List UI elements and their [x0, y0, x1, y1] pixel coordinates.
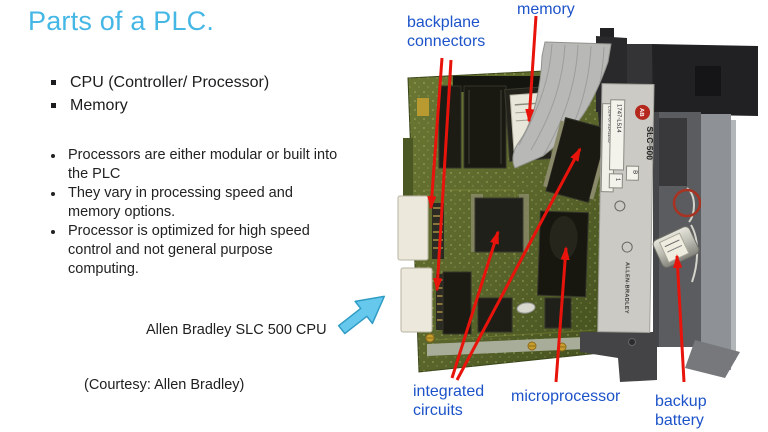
battery-wire-loop	[672, 188, 702, 218]
callout-arrows	[427, 15, 686, 383]
arrow-integrated-2	[455, 147, 582, 381]
callout-backup-battery: backup battery	[655, 393, 707, 429]
pcb-gold-mark	[417, 98, 429, 116]
arrow-integrated-1	[450, 230, 500, 379]
bullet-cpu: CPU (Controller/ Processor)	[46, 71, 269, 94]
bullet-vary-speed: They vary in processing speed and memory…	[46, 184, 346, 222]
logo-text: AB	[638, 108, 644, 117]
manufacturer-text: ALLEN-BRADLEY	[623, 262, 630, 314]
plc-photo-figure: L524-0791A1285 1747-L514 1 B AB SLC 500 …	[397, 15, 758, 383]
dip-chip-lower	[442, 271, 472, 335]
arrow-microprocessor	[554, 246, 570, 383]
model-text: SLC 500	[645, 126, 656, 160]
series-number-text: L524-0791A1285	[606, 106, 613, 143]
courtesy-note: (Courtesy: Allen Bradley)	[84, 377, 245, 393]
backplane-connector-upper	[397, 195, 444, 261]
page-title: Parts of a PLC.	[28, 6, 215, 36]
unit-type-text: PROCESSOR UNIT	[648, 126, 653, 161]
slot-mark-text: 1	[614, 178, 620, 182]
callout-memory: memory	[517, 1, 575, 18]
arrow-backup-battery	[673, 254, 686, 383]
case-wall	[685, 114, 740, 378]
blue-pointer-arrow-icon	[337, 295, 386, 335]
certification-mark-icon	[614, 200, 626, 212]
callout-backplane-connectors: backplane connectors	[407, 14, 486, 50]
case-bottom-bracket	[580, 332, 657, 382]
blue-arrow-shape	[337, 295, 386, 335]
bullet-memory: Memory	[46, 94, 269, 117]
catalog-number-text: 1747-L514	[615, 104, 622, 133]
arrow-backplane-1	[427, 57, 444, 210]
arrow-memory	[525, 15, 538, 123]
small-ic-chip-2	[544, 297, 572, 329]
arrow-backplane-2	[433, 59, 453, 292]
revision-text: B	[631, 170, 637, 174]
pcb-left-tab	[403, 138, 413, 196]
small-ic-chip	[477, 297, 513, 333]
bullet-processors-modular: Processors are either modular or built i…	[46, 146, 346, 184]
bullet-optimized: Processor is optimized for high speed co…	[46, 222, 346, 279]
callout-integrated-circuits: integrated circuits	[413, 383, 485, 419]
primary-bullet-list: CPU (Controller/ Processor) Memory	[46, 71, 269, 117]
allen-bradley-logo-icon	[635, 104, 651, 120]
dip-chip-large	[463, 85, 507, 169]
qfp-chip	[471, 194, 529, 253]
callout-microprocessor: microprocessor	[511, 388, 621, 405]
id-label-panel: L524-0791A1285 1747-L514 1 B AB SLC 500 …	[597, 83, 656, 333]
certification-mark-icon-2	[621, 241, 633, 253]
figure-caption: Allen Bradley SLC 500 CPU	[146, 322, 327, 338]
backplane-connector-lower	[400, 267, 448, 333]
secondary-bullet-list: Processors are either modular or built i…	[46, 146, 346, 279]
crystal-oscillator	[516, 302, 536, 314]
